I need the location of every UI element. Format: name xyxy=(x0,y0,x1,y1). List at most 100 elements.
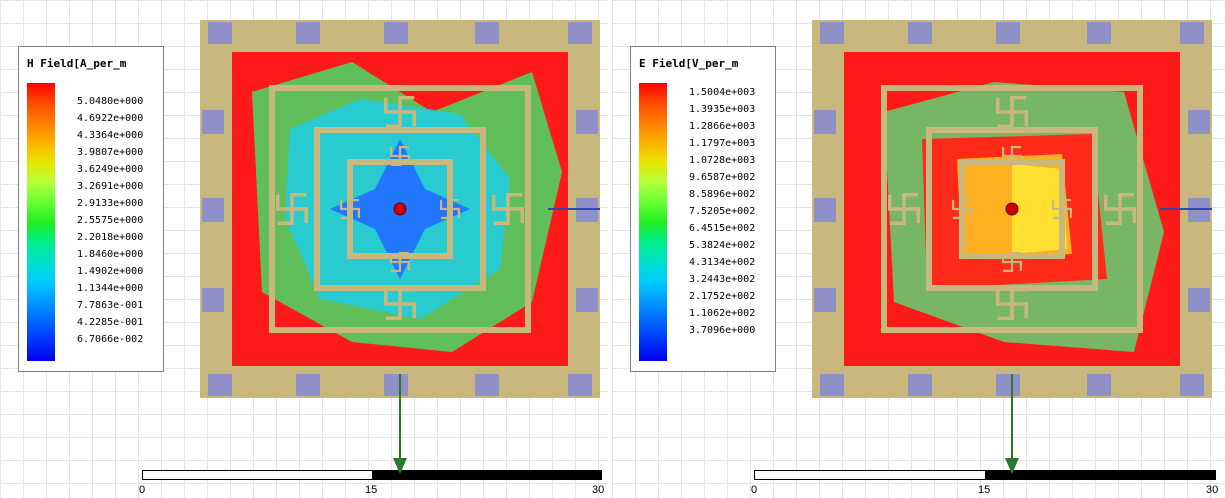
cell-right xyxy=(1104,193,1136,225)
feed-point xyxy=(393,202,407,216)
cell-left xyxy=(888,193,920,225)
e-legend-value: 8.5896e+002 xyxy=(689,189,756,200)
h-legend-value: 6.7066e-002 xyxy=(77,334,144,345)
h-legend-value: 3.2691e+000 xyxy=(77,181,144,192)
h-legend-value: 3.9807e+000 xyxy=(77,147,144,158)
cell-inner-left xyxy=(952,199,972,219)
cell-right xyxy=(492,193,524,225)
cell-left xyxy=(276,193,308,225)
cell-inner-top xyxy=(390,146,410,166)
field-pattern-yellow xyxy=(1012,164,1067,254)
h-legend-value: 1.8460e+000 xyxy=(77,249,144,260)
excitation-arrow-below xyxy=(1005,398,1019,474)
h-scale-bar-fill xyxy=(372,471,601,479)
pad-right xyxy=(576,288,598,312)
pad-top xyxy=(996,22,1020,44)
pad-bottom xyxy=(996,374,1020,396)
h-legend-value: 3.6249e+000 xyxy=(77,164,144,175)
e-legend-value: 7.5205e+002 xyxy=(689,206,756,217)
h-scale-tick: 0 xyxy=(139,484,146,496)
pad-right xyxy=(1188,288,1210,312)
pad-bottom xyxy=(908,374,932,396)
h-legend-value: 7.7863e-001 xyxy=(77,300,144,311)
cell-inner-right xyxy=(1052,199,1072,219)
e-scale-bar xyxy=(754,470,1216,480)
e-scale-tick: 30 xyxy=(1206,484,1219,496)
h-legend-value: 1.4902e+000 xyxy=(77,266,144,277)
pad-top xyxy=(568,22,592,44)
pad-top xyxy=(296,22,320,44)
pad-top xyxy=(820,22,844,44)
e-legend-value: 1.1797e+003 xyxy=(689,138,756,149)
e-legend-value: 5.3824e+002 xyxy=(689,240,756,251)
e-legend-value: 6.4515e+002 xyxy=(689,223,756,234)
feed-point xyxy=(1005,202,1019,216)
cell-top xyxy=(996,96,1028,128)
e-scale-tick: 15 xyxy=(978,484,991,496)
pad-top xyxy=(1087,22,1111,44)
e-field-plot xyxy=(812,20,1212,398)
e-legend-value: 2.1752e+002 xyxy=(689,291,756,302)
e-legend-value: 1.2866e+003 xyxy=(689,121,756,132)
h-legend-value: 5.0480e+000 xyxy=(77,96,144,107)
pad-right xyxy=(1188,110,1210,134)
cell-inner-bottom xyxy=(390,252,410,272)
pad-bottom xyxy=(1180,374,1204,396)
h-scale-tick: 15 xyxy=(365,484,378,496)
h-field-panel: H Field[A_per_m 5.0480e+000 4.6922e+000 … xyxy=(0,0,608,498)
pad-left xyxy=(814,198,836,222)
e-legend-value: 4.3134e+002 xyxy=(689,257,756,268)
e-legend-value: 1.3935e+003 xyxy=(689,104,756,115)
resonator-ring xyxy=(881,85,1143,333)
e-legend-value: 3.2443e+002 xyxy=(689,274,756,285)
h-field-legend-title: H Field[A_per_m xyxy=(27,57,127,70)
h-legend-value: 4.2285e-001 xyxy=(77,317,144,328)
pad-bottom xyxy=(568,374,592,396)
h-scale-tick: 30 xyxy=(592,484,605,496)
e-field-color-bar xyxy=(639,83,667,361)
e-legend-value: 9.6587e+002 xyxy=(689,172,756,183)
cell-top xyxy=(384,96,416,128)
pad-left xyxy=(202,110,224,134)
cell-inner-bottom xyxy=(1002,252,1022,272)
excitation-arrow-below xyxy=(393,398,407,474)
pad-top xyxy=(475,22,499,44)
e-legend-value: 3.7096e+000 xyxy=(689,325,756,336)
h-field-legend: H Field[A_per_m 5.0480e+000 4.6922e+000 … xyxy=(18,46,164,372)
resonator-ring xyxy=(269,85,531,333)
pad-top xyxy=(1180,22,1204,44)
pad-bottom xyxy=(820,374,844,396)
h-legend-value: 2.9133e+000 xyxy=(77,198,144,209)
e-legend-value: 1.5004e+003 xyxy=(689,87,756,98)
pad-bottom xyxy=(296,374,320,396)
h-legend-value: 2.5575e+000 xyxy=(77,215,144,226)
pad-right xyxy=(576,110,598,134)
cell-bottom xyxy=(996,288,1028,320)
pad-left xyxy=(202,198,224,222)
h-legend-value: 4.6922e+000 xyxy=(77,113,144,124)
pad-top xyxy=(384,22,408,44)
h-field-plot xyxy=(200,20,600,398)
cell-inner-top xyxy=(1002,146,1022,166)
e-field-panel: E Field[V_per_m 1.5004e+003 1.3935e+003 … xyxy=(612,0,1225,498)
e-field-legend-title: E Field[V_per_m xyxy=(639,57,739,70)
pad-bottom xyxy=(1087,374,1111,396)
pad-left xyxy=(814,288,836,312)
e-field-legend: E Field[V_per_m 1.5004e+003 1.3935e+003 … xyxy=(630,46,776,372)
h-legend-value: 4.3364e+000 xyxy=(77,130,144,141)
pad-top xyxy=(908,22,932,44)
e-legend-value: 1.1062e+002 xyxy=(689,308,756,319)
h-field-color-bar xyxy=(27,83,55,361)
pad-top xyxy=(208,22,232,44)
arrow-head xyxy=(1005,458,1019,474)
cell-bottom xyxy=(384,288,416,320)
pad-left xyxy=(202,288,224,312)
e-scale-bar-fill xyxy=(985,471,1215,479)
arrow-head xyxy=(393,458,407,474)
h-legend-value: 2.2018e+000 xyxy=(77,232,144,243)
e-scale-tick: 0 xyxy=(751,484,758,496)
cell-inner-left xyxy=(340,199,360,219)
cell-inner-right xyxy=(440,199,460,219)
pad-bottom xyxy=(208,374,232,396)
pad-bottom xyxy=(384,374,408,396)
